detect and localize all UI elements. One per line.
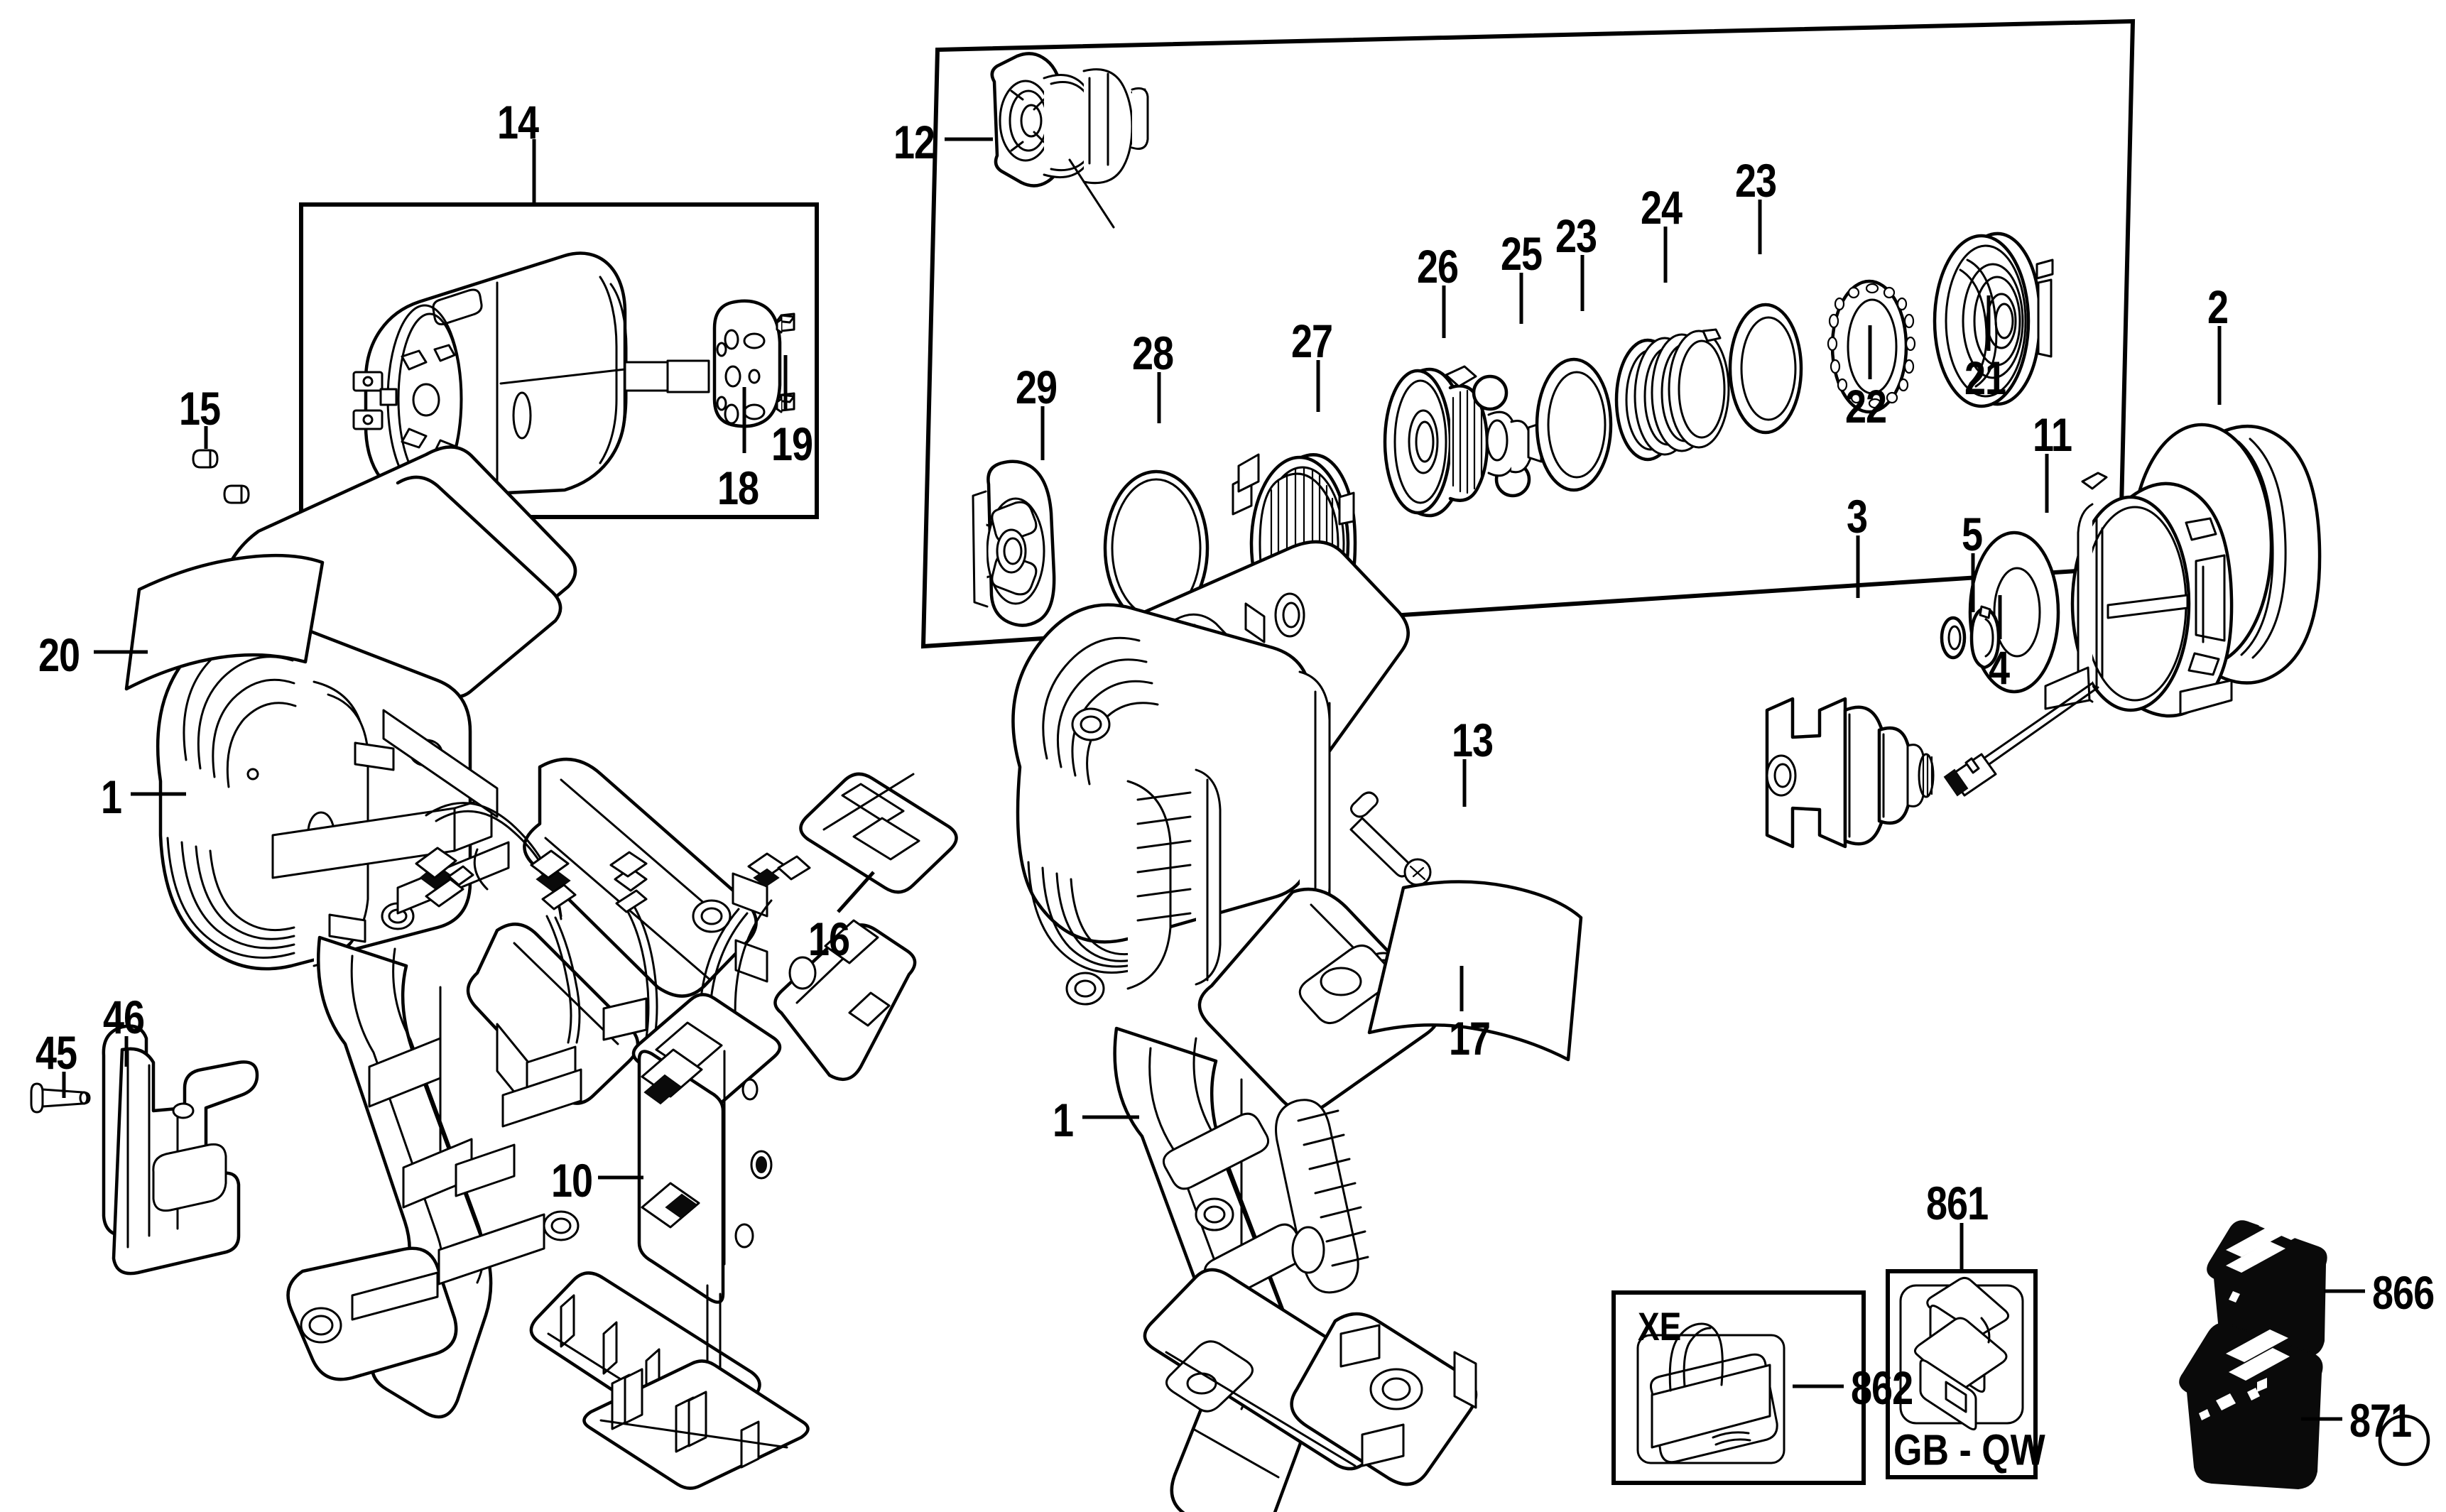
motor-end-plate-18 — [712, 299, 782, 428]
part-20-label — [124, 553, 325, 691]
legend-871-number: 871 — [2349, 1395, 2412, 1447]
callout-1-body: 1 — [1053, 1094, 1074, 1147]
legend-xe-box — [1611, 1290, 1866, 1485]
callout-3: 3 — [1847, 491, 1868, 543]
switch-lower-bracket — [582, 1359, 810, 1490]
callout-24: 24 — [1641, 182, 1683, 234]
callout-2: 2 — [2207, 281, 2229, 334]
part-3-anvil — [1765, 697, 1935, 849]
part-24-spring — [1614, 328, 1730, 462]
part-21-housing-cap — [1933, 232, 2054, 408]
legend-kit-box — [1886, 1269, 2038, 1479]
wire-harness — [415, 772, 958, 1490]
callout-23-b: 23 — [1735, 155, 1777, 207]
callout-46: 46 — [103, 991, 145, 1044]
motor-brushes-15 — [192, 449, 250, 504]
part-26-hammer — [1383, 365, 1489, 518]
part-23-washer-a — [1535, 357, 1613, 492]
callout-23-a: 23 — [1555, 210, 1597, 263]
callout-13: 13 — [1452, 714, 1494, 767]
impact-mechanism-box — [920, 18, 2136, 649]
legend-866-number: 866 — [2372, 1267, 2435, 1320]
part-45-screw — [30, 1082, 91, 1114]
part-12-gearcase — [990, 52, 1149, 229]
callout-18: 18 — [717, 462, 759, 515]
callout-1-left: 1 — [101, 771, 122, 824]
callout-27: 27 — [1291, 315, 1333, 368]
legend-xe-label: XE — [1638, 1304, 1682, 1349]
callout-28: 28 — [1132, 327, 1174, 380]
callout-22: 22 — [1845, 381, 1887, 433]
callout-10: 10 — [551, 1155, 593, 1207]
callout-4: 4 — [1989, 642, 2010, 695]
callout-26: 26 — [1417, 241, 1459, 293]
motor-graphic — [352, 251, 710, 499]
legend-862-number: 862 — [1851, 1362, 1913, 1415]
callout-12: 12 — [893, 116, 935, 169]
part-17-label — [1367, 880, 1583, 1062]
callout-20: 20 — [38, 629, 80, 682]
callout-5: 5 — [1962, 508, 1983, 561]
battery-871-icon — [2179, 1322, 2323, 1490]
part-23-washer-b — [1728, 303, 1803, 435]
battery-866-icon — [2207, 1203, 2327, 1358]
callout-25: 25 — [1501, 228, 1543, 281]
part-16-connector — [799, 772, 958, 894]
callout-15: 15 — [179, 383, 221, 435]
part-10-trigger-switch — [631, 919, 917, 1409]
callout-14: 14 — [497, 97, 539, 149]
legend-gb-qw-label: GB - QW — [1893, 1426, 2045, 1475]
part-13-screw — [1349, 791, 1432, 886]
part-29-front-cover — [972, 459, 1056, 627]
callout-29: 29 — [1016, 361, 1058, 414]
callout-11: 11 — [2033, 409, 2072, 462]
legend-861-number: 861 — [1926, 1177, 1989, 1230]
part-46-belt-clip — [102, 1024, 259, 1276]
part-5-ring — [1940, 616, 1967, 660]
part-1-assembled-tool-body — [1011, 540, 1478, 1512]
callout-leaders — [62, 137, 2365, 1421]
part-26-shaft — [1486, 410, 1543, 477]
callout-19: 19 — [771, 418, 813, 471]
callout-21: 21 — [1964, 352, 2006, 405]
callout-17: 17 — [1449, 1013, 1491, 1065]
part-2-gear-case — [1943, 423, 2322, 797]
callout-16: 16 — [808, 913, 850, 966]
callout-45: 45 — [36, 1027, 77, 1079]
copyright-mark — [2378, 1414, 2430, 1467]
motor-assembly-box — [299, 202, 819, 519]
part-4-circlip — [1969, 605, 2001, 670]
